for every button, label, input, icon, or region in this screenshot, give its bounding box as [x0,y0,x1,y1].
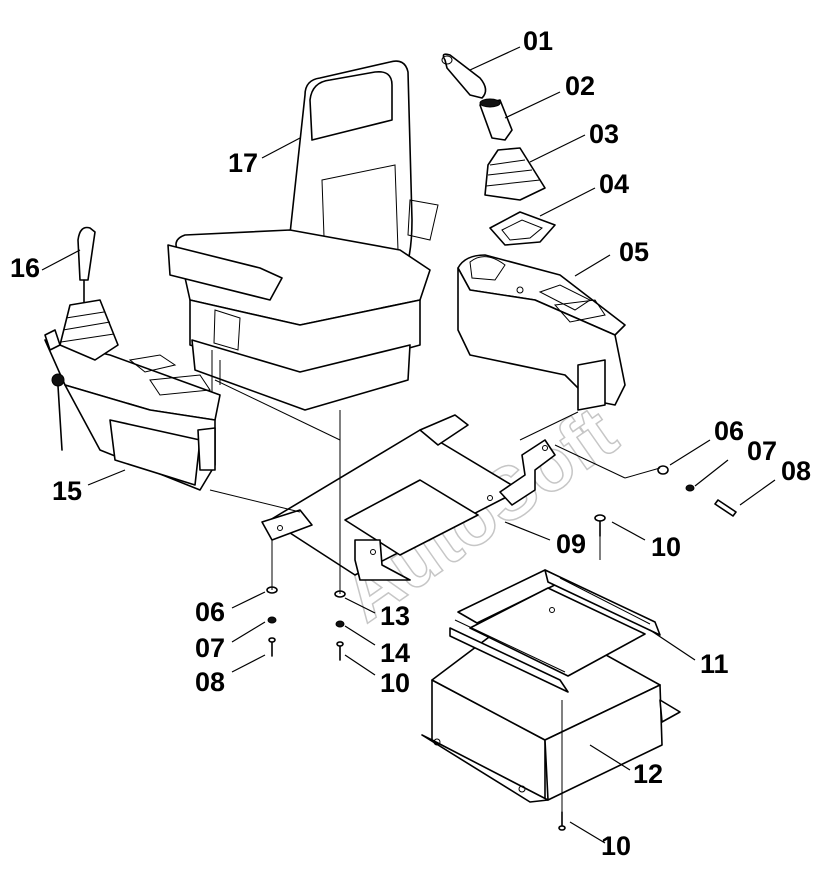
fasteners-center [334,590,346,661]
part-03-boot [484,147,546,201]
callout-06-left: 06 [195,597,225,627]
callout-07-right: 07 [747,436,777,466]
callout-06-right: 06 [714,416,744,446]
callout-12: 12 [633,759,663,789]
bolt-10-bottom [558,811,566,831]
callout-01: 01 [523,26,553,56]
callout-numbers: 01 02 03 04 05 06 07 08 09 10 11 12 13 1… [10,26,811,861]
part-15-left-console [44,329,221,491]
leader-lines [41,46,776,844]
part-16-lever [59,226,119,361]
assembly-lines [209,379,661,812]
part-09-mount-plate [261,414,556,581]
callout-16: 16 [10,253,40,283]
callout-10-center: 10 [380,668,410,698]
callout-10-top: 10 [651,532,681,562]
callout-09: 09 [556,529,586,559]
callout-08-left: 08 [195,667,225,697]
callout-14: 14 [380,638,410,668]
part-05-right-console [457,254,626,411]
fasteners-left [266,586,278,657]
callout-04: 04 [599,169,629,199]
fasteners-right [657,465,737,517]
callout-11: 11 [700,649,729,679]
part-02-collar [479,98,513,141]
part-11-slide-rails [449,569,661,693]
callout-05: 05 [619,237,649,267]
bolt-10-top [594,514,606,537]
callout-03: 03 [589,119,619,149]
callout-07-left: 07 [195,633,225,663]
callout-17: 17 [228,148,258,178]
callout-08-right: 08 [781,456,811,486]
callout-10-bottom: 10 [601,831,631,861]
callout-15: 15 [52,476,82,506]
part-17-seat [167,60,439,411]
part-01-knob [441,53,487,99]
callout-13: 13 [380,601,410,631]
callout-02: 02 [565,71,595,101]
part-04-boot-plate [489,211,556,246]
